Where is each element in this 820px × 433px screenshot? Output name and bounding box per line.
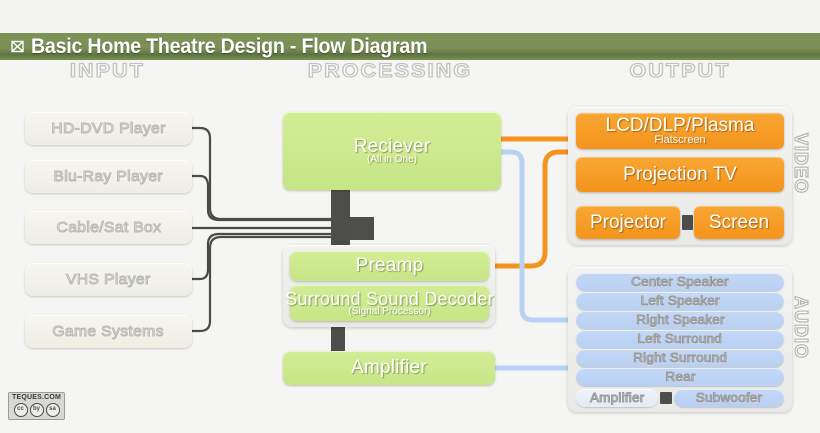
video-device-label: Projector: [589, 211, 667, 233]
receiver-sublabel: (All in One): [366, 154, 417, 165]
input-device-label: VHS Player: [66, 270, 151, 288]
input-device-game-systems[interactable]: Game Systems: [25, 315, 192, 348]
preamp-label: Preamp: [355, 255, 424, 276]
audio-device-label: Center Speaker: [631, 274, 729, 289]
input-device-vhs-player[interactable]: VHS Player: [25, 263, 192, 296]
broken-image-glyph-icon: [11, 40, 24, 53]
audio-device-left-speaker[interactable]: Left Speaker: [576, 292, 784, 310]
receiver-label: Reciever: [353, 136, 431, 157]
video-device-projector[interactable]: Projector: [576, 206, 680, 239]
amplifier-subwoofer-connector: [660, 392, 672, 404]
input-device-label: Game Systems: [52, 322, 165, 340]
audio-device-right-surround[interactable]: Right Surround: [576, 349, 784, 367]
sa-mark-icon: sa: [45, 403, 60, 417]
audio-device-label: Left Surround: [637, 331, 723, 346]
input-device-label: HD-DVD Player: [51, 119, 166, 137]
license-badge[interactable]: TEQUES.COM cc by sa: [8, 392, 65, 420]
audio-section-label: AUDIO: [790, 295, 811, 359]
projector-screen-connector: [682, 215, 693, 230]
processing-surround-sound-decoder[interactable]: Surround Sound Decoder (Signal Processor…: [285, 285, 494, 321]
page-title: Basic Home Theatre Design - Flow Diagram: [31, 35, 428, 58]
input-device-hd-dvd-player[interactable]: HD-DVD Player: [25, 112, 192, 145]
video-device-label: LCD/DLP/Plasma: [605, 115, 755, 136]
audio-device-center-speaker[interactable]: Center Speaker: [576, 273, 784, 291]
video-device-screen[interactable]: Screen: [694, 206, 784, 239]
top-margin: [0, 0, 820, 33]
audio-device-label: Left Speaker: [640, 293, 720, 308]
video-device-label: Screen: [708, 211, 770, 233]
audio-device-right-speaker[interactable]: Right Speaker: [576, 311, 784, 329]
input-device-cable-sat-box[interactable]: Cable/Sat Box: [25, 211, 192, 244]
video-device-lcd-dlp-plasma[interactable]: LCD/DLP/Plasma Flatscreen: [576, 113, 784, 149]
column-header-processing: PROCESSING: [307, 61, 473, 82]
amplifier-label: Amplifier: [351, 357, 427, 378]
video-device-label: Projection TV: [623, 163, 737, 185]
processing-preamp[interactable]: Preamp: [290, 251, 489, 281]
input-device-label: Blu-Ray Player: [53, 167, 164, 185]
audio-device-label: Rear: [664, 369, 696, 384]
by-mark-icon: by: [29, 403, 44, 417]
audio-device-label: Right Speaker: [635, 312, 725, 327]
video-section-label: VIDEO: [790, 132, 811, 195]
decoder-sublabel: (Signal Processor): [348, 306, 431, 317]
audio-device-left-surround[interactable]: Left Surround: [576, 330, 784, 348]
license-badge-name: TEQUES.COM: [11, 394, 62, 401]
audio-device-label: Right Surround: [633, 350, 728, 365]
title-bar: Basic Home Theatre Design - Flow Diagram: [0, 33, 820, 60]
processing-amplifier[interactable]: Amplifier: [283, 351, 495, 385]
audio-device-amplifier[interactable]: Amplifier: [576, 389, 658, 407]
audio-device-label: Amplifier: [589, 390, 645, 405]
column-header-input: INPUT: [69, 61, 146, 82]
input-device-blu-ray-player[interactable]: Blu-Ray Player: [25, 160, 192, 193]
audio-device-subwoofer[interactable]: Subwoofer: [674, 389, 784, 407]
video-device-sublabel: Flatscreen: [654, 134, 706, 146]
cc-mark-icon: cc: [13, 403, 28, 417]
column-header-output: OUTPUT: [629, 61, 731, 82]
processing-receiver[interactable]: Reciever (All in One): [283, 112, 501, 190]
audio-device-label: Subwoofer: [695, 390, 763, 405]
audio-device-rear[interactable]: Rear: [576, 368, 784, 386]
license-badge-marks: cc by sa: [13, 403, 60, 417]
video-device-projection-tv[interactable]: Projection TV: [576, 157, 784, 192]
decoder-label: Surround Sound Decoder: [285, 289, 494, 309]
input-device-label: Cable/Sat Box: [56, 218, 162, 236]
